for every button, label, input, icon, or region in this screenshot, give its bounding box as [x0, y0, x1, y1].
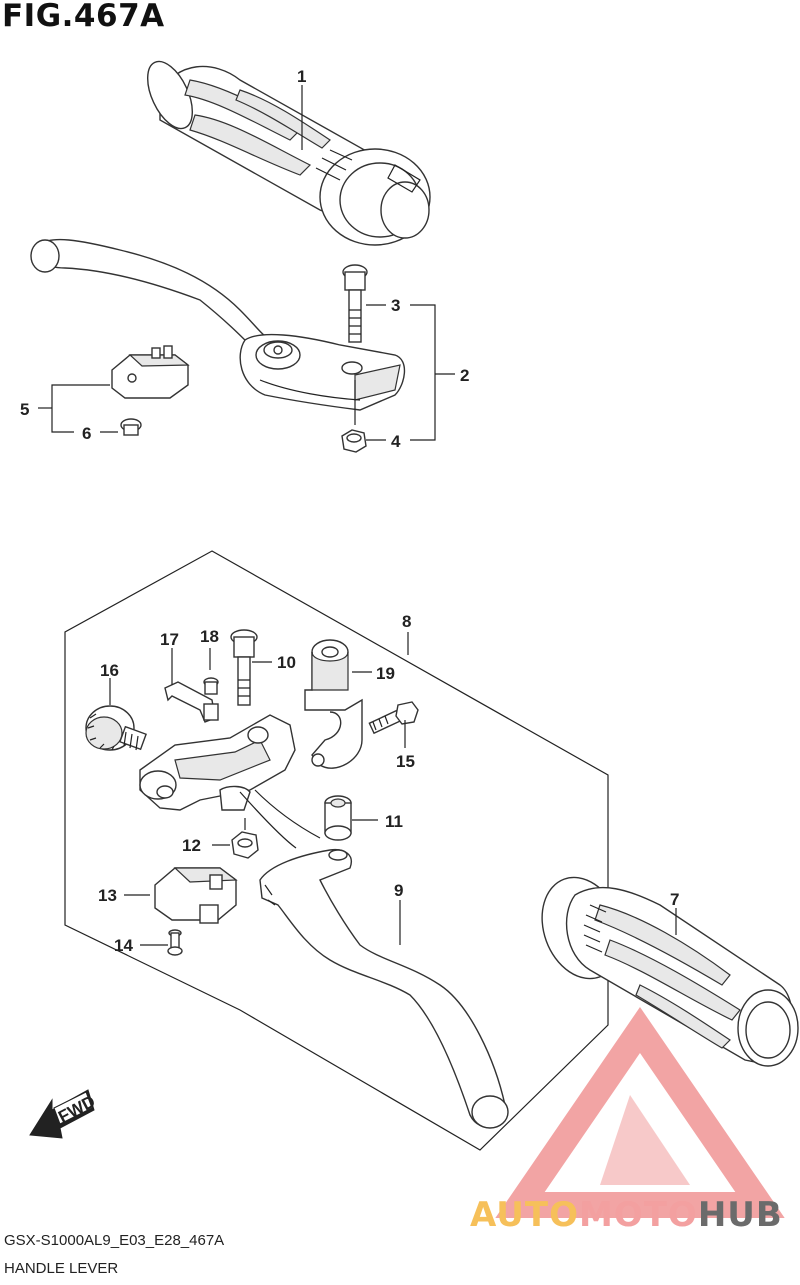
brake-lever — [30, 238, 406, 411]
lower-nut — [231, 831, 259, 859]
callout-7: 7 — [670, 890, 679, 909]
callout-5: 5 — [20, 400, 29, 419]
model-code: GSX-S1000AL9_E03_E28_467A — [4, 1232, 225, 1249]
watermark-text: AUTOMOTOHUB — [470, 1195, 783, 1235]
callout-6: 6 — [82, 424, 91, 443]
upper-leader-lines — [38, 85, 455, 441]
callout-4: 4 — [391, 432, 401, 451]
throttle-grip — [146, 60, 431, 246]
lever-bracket — [139, 714, 321, 849]
lever-nut — [341, 429, 367, 453]
switch-screw-lower — [167, 929, 183, 956]
switch-screw — [120, 418, 142, 436]
brake-switch — [111, 345, 190, 399]
callout-14: 14 — [114, 936, 133, 955]
left-grip — [541, 876, 799, 1067]
pivot-collar — [324, 795, 352, 841]
callout-11: 11 — [385, 812, 403, 831]
callout-2: 2 — [460, 366, 469, 385]
adjuster-knob — [85, 705, 147, 751]
lower-leader-lines — [109, 632, 677, 946]
fwd-arrow-icon: FWD — [29, 1089, 98, 1139]
callout-18: 18 — [200, 627, 219, 646]
callout-15: 15 — [396, 752, 415, 771]
callout-13: 13 — [98, 886, 117, 905]
watermark-logo — [495, 1007, 785, 1218]
figure-title: FIG.467A — [2, 0, 165, 34]
callout-1: 1 — [297, 67, 306, 86]
clamp-holder — [304, 639, 363, 769]
callout-3: 3 — [391, 296, 400, 315]
clutch-lever — [259, 848, 509, 1129]
callout-9: 9 — [394, 881, 403, 900]
callout-17: 17 — [160, 630, 179, 649]
watermark-hub: HUB — [697, 1195, 783, 1235]
callout-8: 8 — [402, 612, 411, 631]
callout-19: 19 — [376, 664, 395, 683]
callout-10: 10 — [277, 653, 296, 672]
bracket-clip — [164, 681, 219, 723]
figure-name: HANDLE LEVER — [4, 1260, 119, 1277]
watermark-moto: MOTO — [578, 1195, 698, 1235]
pivot-bolt — [342, 264, 368, 343]
clip-screw — [203, 677, 219, 695]
kit-outline — [64, 550, 609, 1151]
callout-16: 16 — [100, 661, 119, 680]
lower-pivot-bolt — [230, 629, 258, 706]
clutch-switch — [154, 867, 238, 924]
callout-12: 12 — [182, 836, 201, 855]
watermark-auto: AUTO — [470, 1195, 579, 1235]
clamp-bolt — [368, 701, 419, 735]
